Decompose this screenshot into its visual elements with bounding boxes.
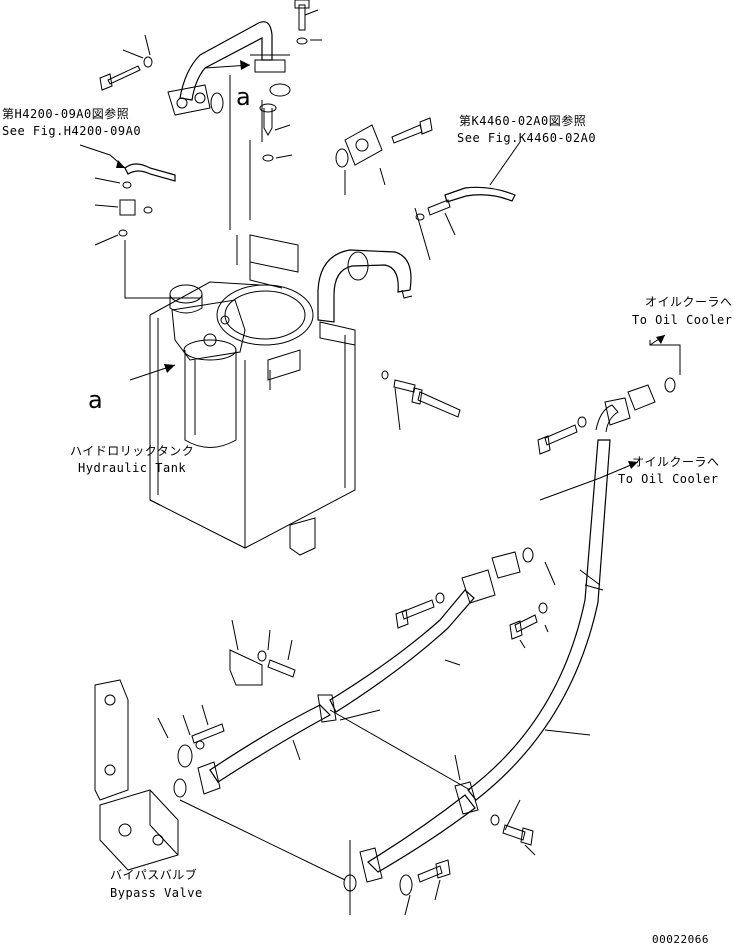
ref-h4200-label-jp: 第H4200-09A0図参照 [2, 107, 130, 121]
ref-k4460-label-en: See Fig.K4460-02A0 [457, 131, 597, 145]
ref-k4460-label-jp: 第K4460-02A0図参照 [459, 114, 587, 128]
ref-h4200-label-en: See Fig.H4200-09A0 [2, 124, 142, 138]
left-fitting [118, 163, 176, 237]
callout-stubs [94, 9, 601, 916]
to-oil-cooler-1-en: To Oil Cooler [632, 313, 733, 327]
hydraulic-tank-label-en: Hydraulic Tank [78, 461, 187, 475]
filter-element [169, 284, 246, 448]
hydraulic-tank [149, 281, 356, 556]
sensor-hose [415, 186, 516, 221]
bypass-valve-label-jp: バイパスバルブ [110, 868, 198, 882]
top-pipe [167, 21, 290, 116]
arrowheads [116, 60, 665, 469]
to-oil-cooler-2-en: To Oil Cooler [618, 472, 719, 486]
tank-return-pipe [317, 249, 413, 323]
hydraulic-tank-label-jp: ハイドロリックタンク [70, 444, 195, 458]
long-hose [467, 377, 676, 801]
bypass-valve [94, 679, 187, 871]
marker-a-top: a [236, 83, 252, 111]
lower-hose [177, 649, 534, 896]
flange-block [335, 117, 433, 168]
marker-a-left: a [88, 386, 104, 414]
tank-side-bolts [381, 370, 461, 418]
bypass-valve-label-en: Bypass Valve [110, 886, 203, 900]
tank-top-bracket [249, 234, 299, 289]
to-oil-cooler-1-jp: オイルクーラへ [645, 295, 733, 309]
to-oil-cooler-2-jp: オイルクーラへ [632, 455, 720, 469]
leader-lines [79, 64, 681, 915]
top-bolts [99, 0, 310, 162]
drawing-number: 00022066 [652, 933, 709, 946]
middle-hose [329, 547, 548, 713]
